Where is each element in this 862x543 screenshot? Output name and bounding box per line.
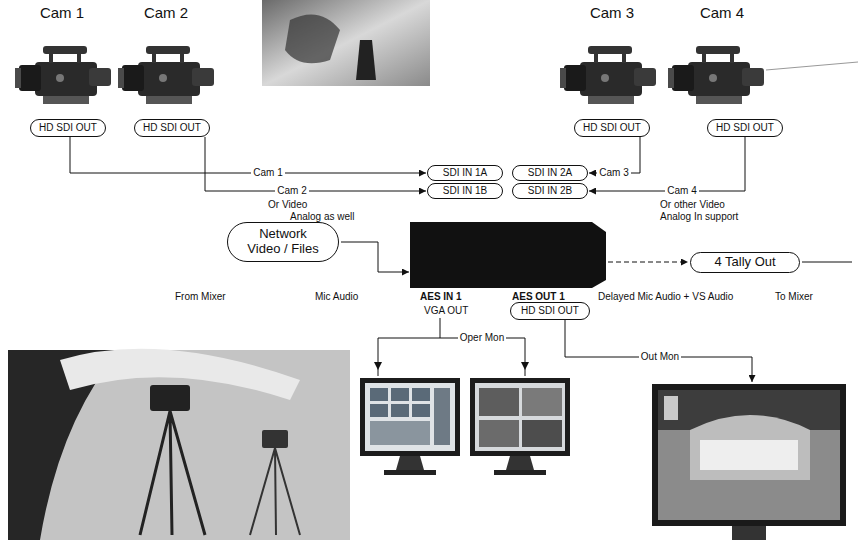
photo-camera (262, 430, 288, 448)
input-port: SDI IN 1A (427, 165, 503, 181)
operator-monitor-right (470, 378, 570, 475)
connector-label: Cam 2 (275, 185, 308, 197)
camera-name: Cam 4 (700, 4, 744, 21)
screen-video (479, 388, 519, 416)
monitor-screen (475, 383, 565, 451)
box-text: HD SDI OUT (39, 122, 97, 134)
monitor-stand (396, 456, 424, 470)
screen-panel (370, 421, 430, 445)
box-text: HD SDI OUT (716, 122, 774, 134)
port-name: VGA OUT (424, 305, 468, 317)
signal-connector (70, 137, 426, 173)
photo-ground (8, 350, 350, 540)
monitor-bezel (360, 378, 460, 456)
screen-tile (412, 388, 430, 401)
signal-note: Or Video (268, 199, 307, 211)
photo-tripod (140, 411, 205, 535)
monitor-bezel (470, 378, 570, 456)
screen-video (479, 420, 519, 447)
box-text: SDI IN 2B (528, 185, 572, 197)
connector-label: Cam 1 (251, 167, 284, 179)
input-port: SDI IN 1B (427, 183, 503, 199)
screen-tile (391, 404, 409, 417)
photo-tripod (250, 448, 300, 535)
monitor-foot (384, 470, 436, 475)
output-port: HD SDI OUT (30, 119, 106, 137)
monitor-foot (494, 470, 546, 475)
server-device (410, 222, 606, 288)
tally-wire (608, 262, 688, 263)
monitor-name: Oper Mon (458, 332, 506, 344)
input-port: SDI IN 2B (512, 183, 588, 199)
camera-2 (118, 46, 214, 104)
monitor-bezel (652, 384, 846, 526)
monitor-stand (506, 456, 534, 470)
box-text: SDI IN 1B (443, 185, 487, 197)
box-text: HD SDI OUT (143, 122, 201, 134)
screen-tile (412, 404, 430, 417)
tally-out-wire (802, 262, 852, 263)
signal-connector (205, 137, 426, 191)
oper-mon-wire (378, 318, 525, 376)
signal-note: Or other Video (660, 199, 725, 211)
output-port: HD SDI OUT (510, 302, 590, 320)
signal-note: Analog In support (660, 211, 738, 223)
camera-4 (668, 46, 764, 104)
output-port: HD SDI OUT (574, 119, 650, 137)
box-text: Network Video / Files (242, 227, 324, 257)
screen-tile (391, 388, 409, 401)
box-text: SDI IN 2A (528, 167, 572, 179)
audio-note: Mic Audio (315, 291, 358, 303)
output-port: HD SDI OUT (707, 119, 783, 137)
screen-tile (370, 404, 388, 417)
connector-label: Cam 3 (597, 167, 630, 179)
screen-scene (664, 396, 678, 420)
port-name: AES OUT 1 (512, 291, 565, 303)
out-mon-wire (565, 320, 752, 382)
box-text: HD SDI OUT (583, 122, 641, 134)
connector-label: Cam 4 (665, 185, 698, 197)
port-name: AES IN 1 (420, 291, 462, 303)
operator-monitor-left (360, 378, 460, 475)
photo-camera (150, 385, 190, 411)
camera-name: Cam 2 (144, 4, 188, 21)
box-text: HD SDI OUT (521, 305, 579, 317)
screen-video (522, 420, 562, 447)
signal-connector (589, 137, 745, 191)
camera-cable (766, 62, 858, 70)
photo-shape (285, 14, 340, 63)
camera-1 (15, 46, 111, 104)
output-monitor (652, 384, 846, 540)
box-text: SDI IN 1A (443, 167, 487, 179)
screen-video (522, 388, 562, 416)
camera-name: Cam 1 (40, 4, 84, 21)
input-port: SDI IN 2A (512, 165, 588, 181)
tally-box: 4 Tally Out (690, 252, 800, 273)
monitor-screen (365, 383, 455, 451)
audio-note: Delayed Mic Audio + VS Audio (598, 291, 733, 303)
network-source: Network Video / Files (227, 222, 339, 262)
monitor-stand (732, 526, 766, 540)
monitor-screen (658, 390, 840, 520)
box-text: 4 Tally Out (714, 255, 775, 270)
studio-photo (262, 0, 430, 86)
audio-note: To Mixer (775, 291, 813, 303)
network-wire (341, 242, 409, 272)
screen-panel (434, 388, 450, 445)
screen-tile (370, 388, 388, 401)
screen-scene (700, 440, 798, 470)
output-port: HD SDI OUT (134, 119, 210, 137)
arrowhead (374, 362, 529, 370)
studio-photo-bottom (8, 349, 350, 540)
photo-figure (356, 40, 376, 80)
camera-name: Cam 3 (590, 4, 634, 21)
monitor-name: Out Mon (639, 351, 681, 363)
audio-note: From Mixer (175, 291, 226, 303)
camera-3 (560, 46, 656, 104)
signal-note: Analog as well (290, 211, 354, 223)
screen-scene (690, 415, 810, 480)
